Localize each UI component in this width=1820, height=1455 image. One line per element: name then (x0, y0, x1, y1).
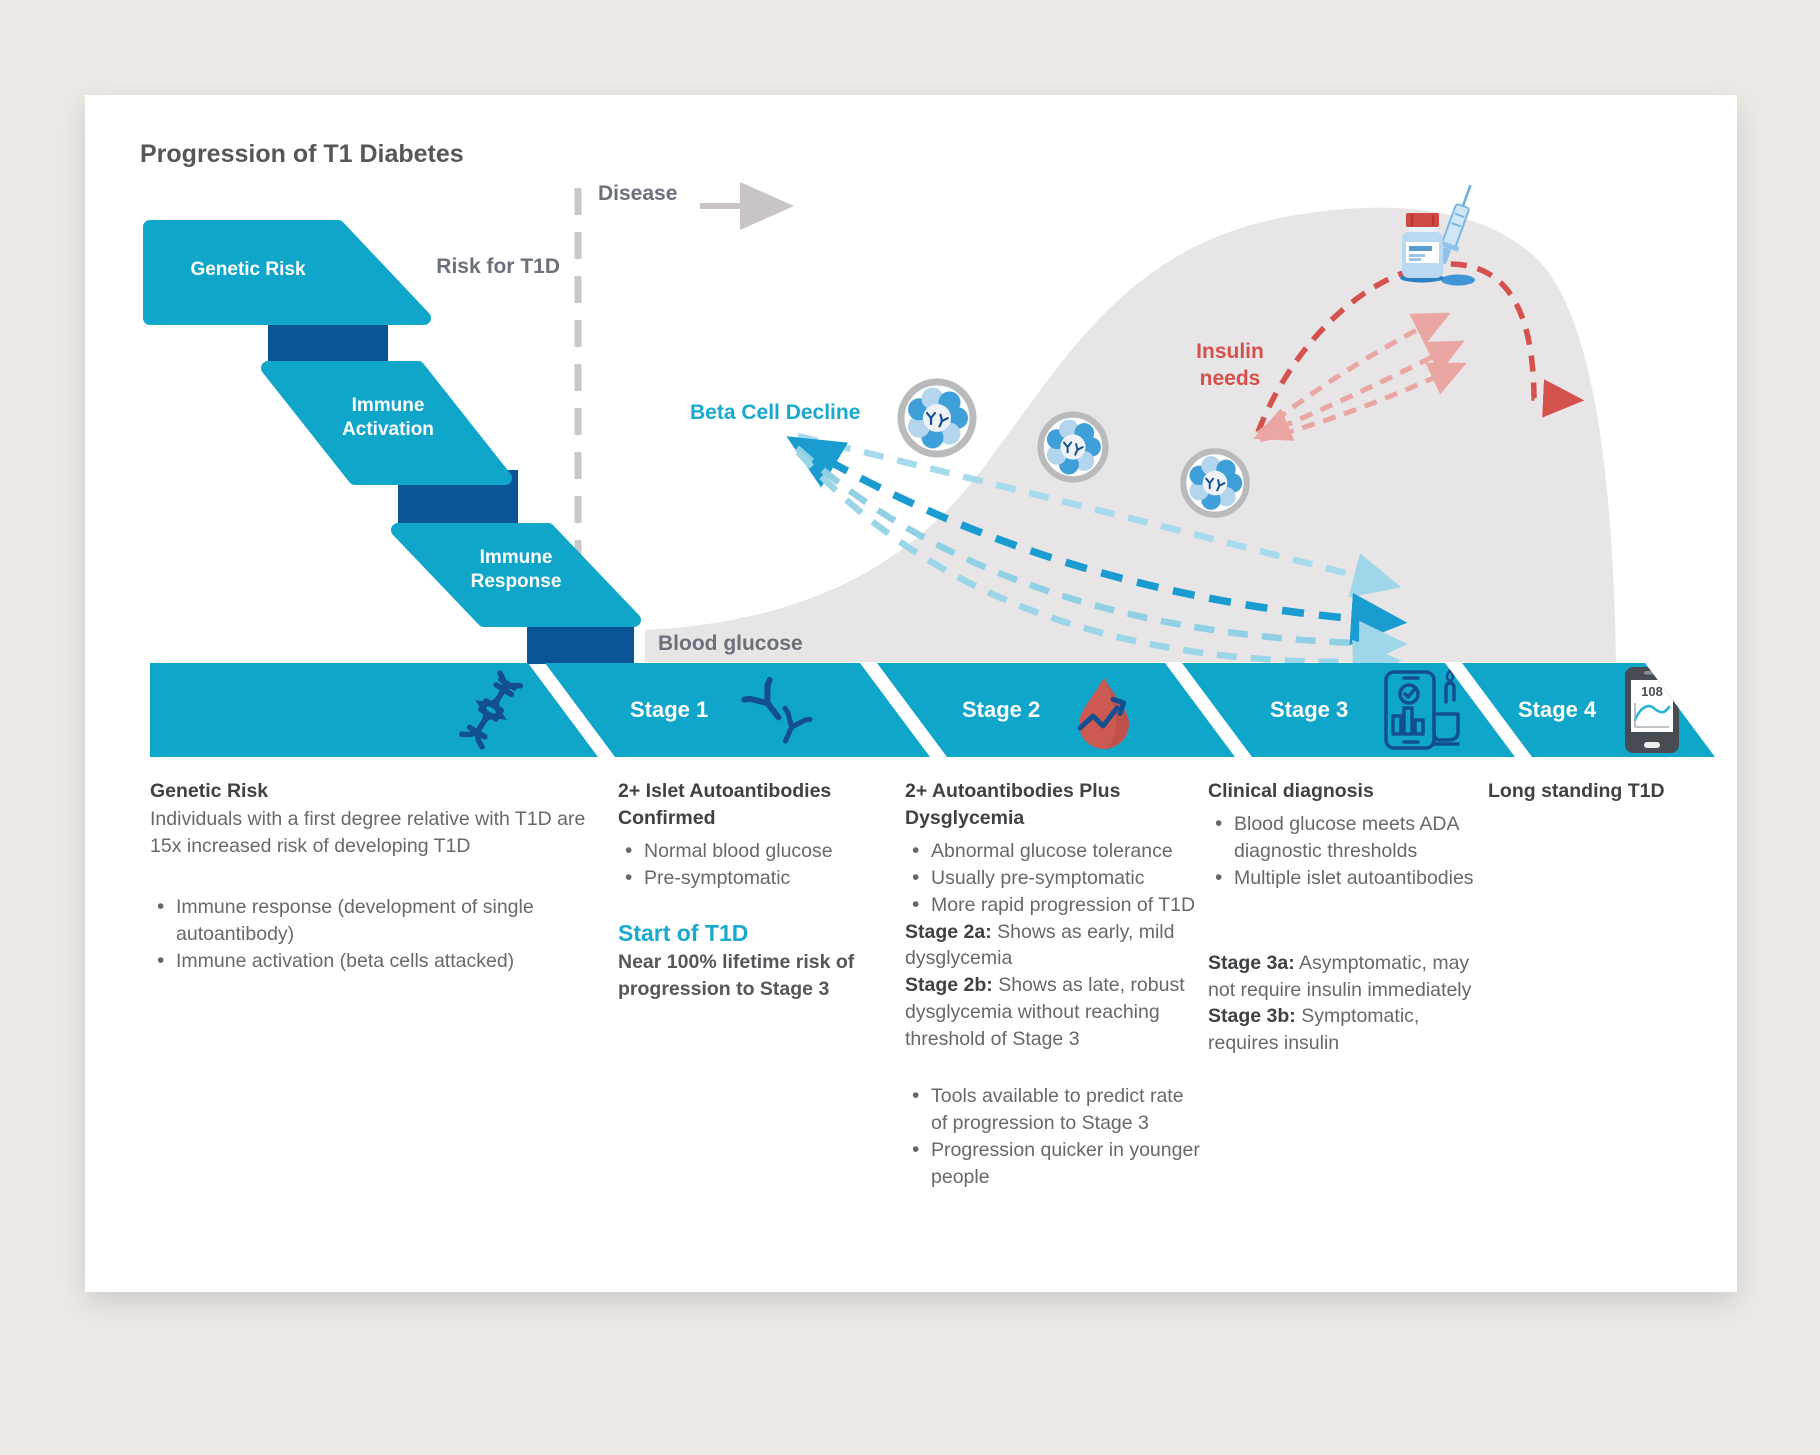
disease-label: Disease (598, 182, 678, 205)
bullet-list: Tools available to predict rate of progr… (905, 1082, 1205, 1191)
column-heading: Genetic Risk (150, 780, 269, 802)
stage3-label: Stage 3 (1270, 697, 1349, 722)
step-label-genetic-risk: Genetic Risk (190, 259, 306, 280)
blood-drop-icon (1066, 668, 1142, 752)
beta-cell-decline-label: Beta Cell Decline (690, 401, 861, 424)
dna-icon (455, 665, 527, 755)
bullet-list: Immune response (development of single a… (150, 893, 600, 976)
bullet-item: Abnormal glucose tolerance (905, 837, 1205, 866)
banner-segment-stage2: Stage 2 (877, 663, 1235, 757)
stage1-risk-note: Near 100% lifetime risk of progression t… (618, 951, 855, 1001)
bullet-item: Pre-symptomatic (618, 864, 888, 893)
bullet-list: Normal blood glucose Pre-symptomatic (618, 837, 888, 893)
bullet-item: Normal blood glucose (618, 837, 888, 866)
column-stage3: Clinical diagnosis Blood glucose meets A… (1208, 778, 1488, 1057)
stage2-substages: Stage 2a: Shows as early, mild dysglycem… (905, 920, 1185, 1051)
column-intro: Individuals with a first degree relative… (150, 807, 586, 857)
blood-glucose-label: Blood glucose (658, 632, 803, 655)
bullet-item: Tools available to predict rate of progr… (905, 1082, 1205, 1137)
step-label-immune-response: Immune Response (470, 547, 562, 592)
column-genetic-risk: Genetic Risk Individuals with a first de… (150, 778, 600, 976)
banner-segment-stage1: Stage 1 (545, 663, 930, 757)
column-stage1: 2+ Islet Autoantibodies Confirmed Normal… (618, 778, 888, 1003)
page-title: Progression of T1 Diabetes (140, 140, 464, 168)
risk-for-t1d-label: Risk for T1D (436, 255, 560, 278)
bullet-item: More rapid progression of T1D (905, 891, 1205, 920)
column-heading: Long standing T1D (1488, 780, 1665, 802)
insulin-needs-label: Insulin needs (1196, 340, 1264, 391)
banner-segment-genetic (150, 663, 598, 757)
column-heading: 2+ Autoantibodies Plus Dysglycemia (905, 780, 1121, 829)
clinical-diagnosis-icon (1374, 666, 1466, 754)
step-label-immune-activation: Immune Activation (342, 395, 434, 440)
bullet-item: Progression quicker in younger people (905, 1136, 1205, 1191)
stage3-substages: Stage 3a: Asymptomatic, may not require … (1208, 951, 1472, 1055)
bullet-item: Immune activation (beta cells attacked) (150, 947, 600, 976)
bullet-item: Usually pre-symptomatic (905, 864, 1205, 893)
antibodies-icon (734, 668, 820, 752)
start-of-t1d-callout: Start of T1D (618, 919, 749, 946)
column-stage4: Long standing T1D (1488, 778, 1728, 806)
bullet-list: Abnormal glucose tolerance Usually pre-s… (905, 837, 1205, 920)
stage4-label: Stage 4 (1518, 697, 1597, 722)
column-stage2: 2+ Autoantibodies Plus Dysglycemia Abnor… (905, 778, 1205, 1191)
bullet-list: Blood glucose meets ADA diagnostic thres… (1208, 810, 1488, 893)
bullet-item: Blood glucose meets ADA diagnostic thres… (1208, 810, 1488, 865)
column-heading: Clinical diagnosis (1208, 780, 1374, 802)
column-heading: 2+ Islet Autoantibodies Confirmed (618, 780, 832, 829)
bullet-item: Immune response (development of single a… (150, 893, 600, 948)
stage1-label: Stage 1 (630, 697, 709, 722)
meter-reading: 108 (1641, 684, 1663, 699)
stage2-label: Stage 2 (962, 697, 1041, 722)
bullet-item: Multiple islet autoantibodies (1208, 864, 1488, 893)
